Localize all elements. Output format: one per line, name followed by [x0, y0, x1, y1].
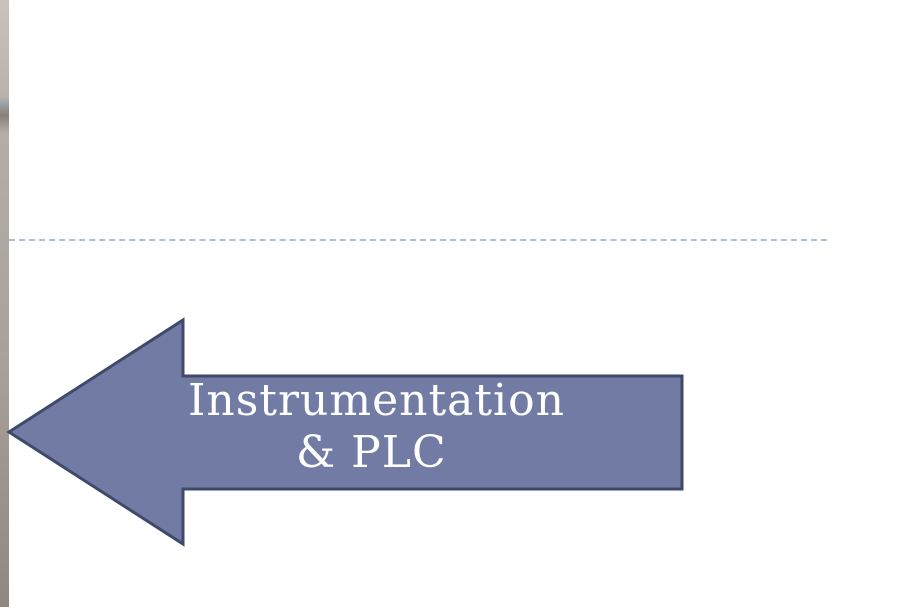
left-arrow-icon — [6, 317, 684, 547]
arrow-label: Instrumentation & PLC — [186, 375, 596, 479]
arrow-label-line1: Instrumentation — [188, 375, 565, 426]
background-photo-edge — [0, 0, 9, 607]
dashed-divider — [9, 239, 827, 241]
arrow-label-line2: & PLC — [296, 427, 447, 478]
